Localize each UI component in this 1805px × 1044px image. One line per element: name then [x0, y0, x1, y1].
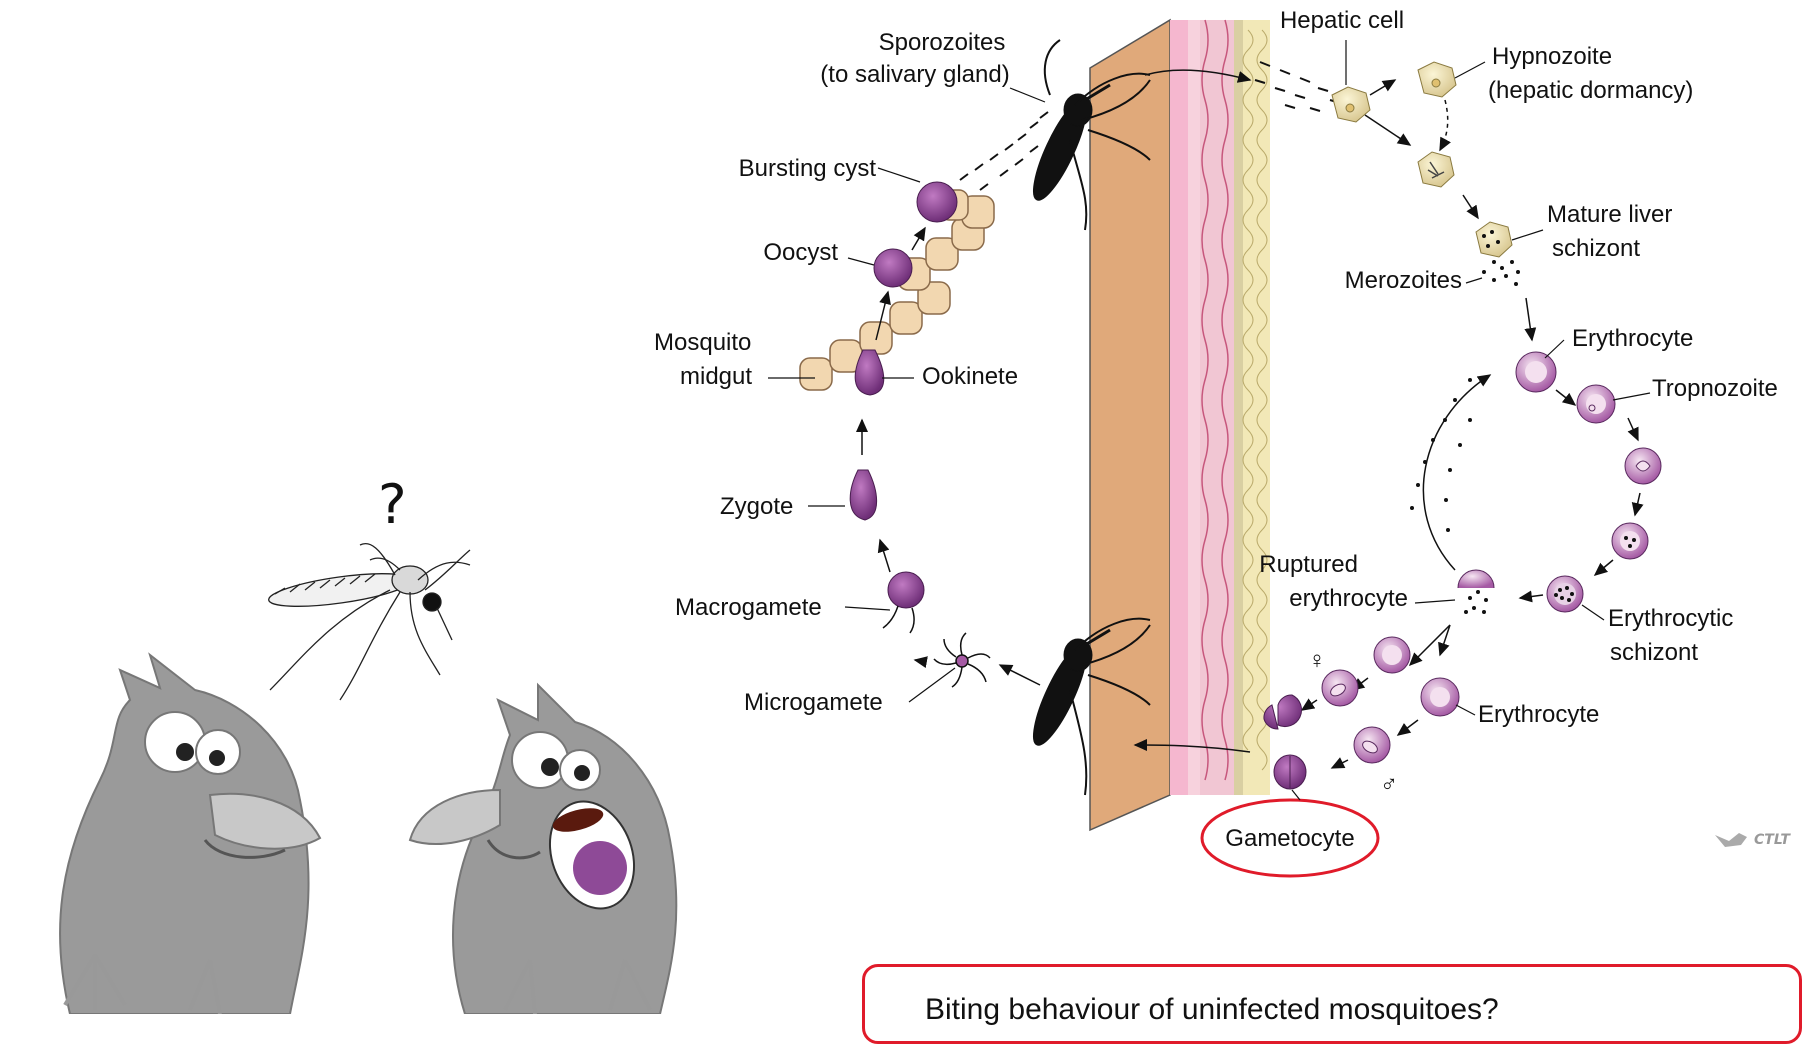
label-ookinete: Ookinete — [922, 363, 1018, 390]
ctlt-logo-text: CTLT — [1754, 832, 1791, 848]
label-sporozoites-note: (to salivary gland) — [820, 61, 1009, 88]
label-macrogamete: Macrogamete — [675, 594, 822, 621]
label-mosquito-midgut-1: Mosquito — [654, 329, 751, 356]
label-gametocyte: Gametocyte — [1225, 825, 1354, 852]
right-bird-illustration — [410, 685, 676, 1014]
label-hypnozoite: Hypnozoite — [1492, 43, 1612, 70]
tropnozoite-cell — [1577, 385, 1615, 423]
question-banner-text: Biting behaviour of uninfected mosquitoe… — [925, 993, 1499, 1027]
developing-liver-schizont-shape — [1418, 152, 1454, 187]
merozoite-release-dots — [1410, 378, 1472, 532]
mature-liver-schizont-shape — [1476, 222, 1512, 257]
left-bird-illustration — [60, 655, 320, 1014]
label-erythrocyte-top: Erythrocyte — [1572, 325, 1693, 352]
label-erythrocyte-bottom: Erythrocyte — [1478, 701, 1599, 728]
question-banner: Biting behaviour of uninfected mosquitoe… — [862, 964, 1802, 1044]
erythrocytic-schizont-cell — [1547, 576, 1583, 612]
gametocyte-cells — [1264, 637, 1459, 789]
female-symbol: ♀ — [1308, 647, 1326, 674]
label-hypnozoite-note: (hepatic dormancy) — [1488, 77, 1693, 104]
trophozoite-dots-cell — [1612, 523, 1648, 559]
malaria-life-cycle-scene: Sporozoites (to salivary gland) Bursting… — [0, 0, 1805, 1014]
label-mature-liver-2: schizont — [1552, 235, 1640, 262]
midgut-wall — [800, 190, 994, 390]
ctlt-logo: CTLT — [1715, 832, 1791, 848]
mosquito-drawing-icon — [267, 544, 470, 700]
label-hepatic-cell: Hepatic cell — [1280, 7, 1404, 34]
erythrocyte-top-cell — [1516, 352, 1556, 392]
label-sporozoites: Sporozoites — [879, 29, 1006, 56]
question-mark: ? — [378, 473, 407, 536]
macrogamete-cell — [888, 572, 924, 608]
label-ruptured-1: Ruptured — [1259, 551, 1358, 578]
label-zygote: Zygote — [720, 493, 793, 520]
microgamete-cell — [934, 633, 990, 687]
label-microgamete: Microgamete — [744, 689, 883, 716]
ookinete-cell — [855, 350, 884, 395]
label-bursting-cyst: Bursting cyst — [739, 155, 877, 182]
label-merozoites: Merozoites — [1345, 267, 1462, 294]
ruptured-erythrocyte-cell — [1458, 570, 1494, 614]
male-symbol: ♂ — [1380, 771, 1398, 798]
label-erythrocytic-2: schizont — [1610, 639, 1698, 666]
ring-stage-cell — [1625, 448, 1661, 484]
cycle-arrows-left — [862, 228, 1040, 685]
label-erythrocytic-1: Erythrocytic — [1608, 605, 1733, 632]
label-mosquito-midgut-2: midgut — [680, 363, 752, 390]
bursting-cyst-cell — [917, 182, 957, 222]
skin-cross-section — [1090, 20, 1270, 830]
label-oocyst: Oocyst — [763, 239, 838, 266]
label-mature-liver-1: Mature liver — [1547, 201, 1672, 228]
oocyst-cell — [874, 249, 912, 287]
zygote-cell — [850, 470, 876, 520]
label-ruptured-2: erythrocyte — [1289, 585, 1408, 612]
label-tropnozoite: Tropnozoite — [1652, 375, 1778, 402]
